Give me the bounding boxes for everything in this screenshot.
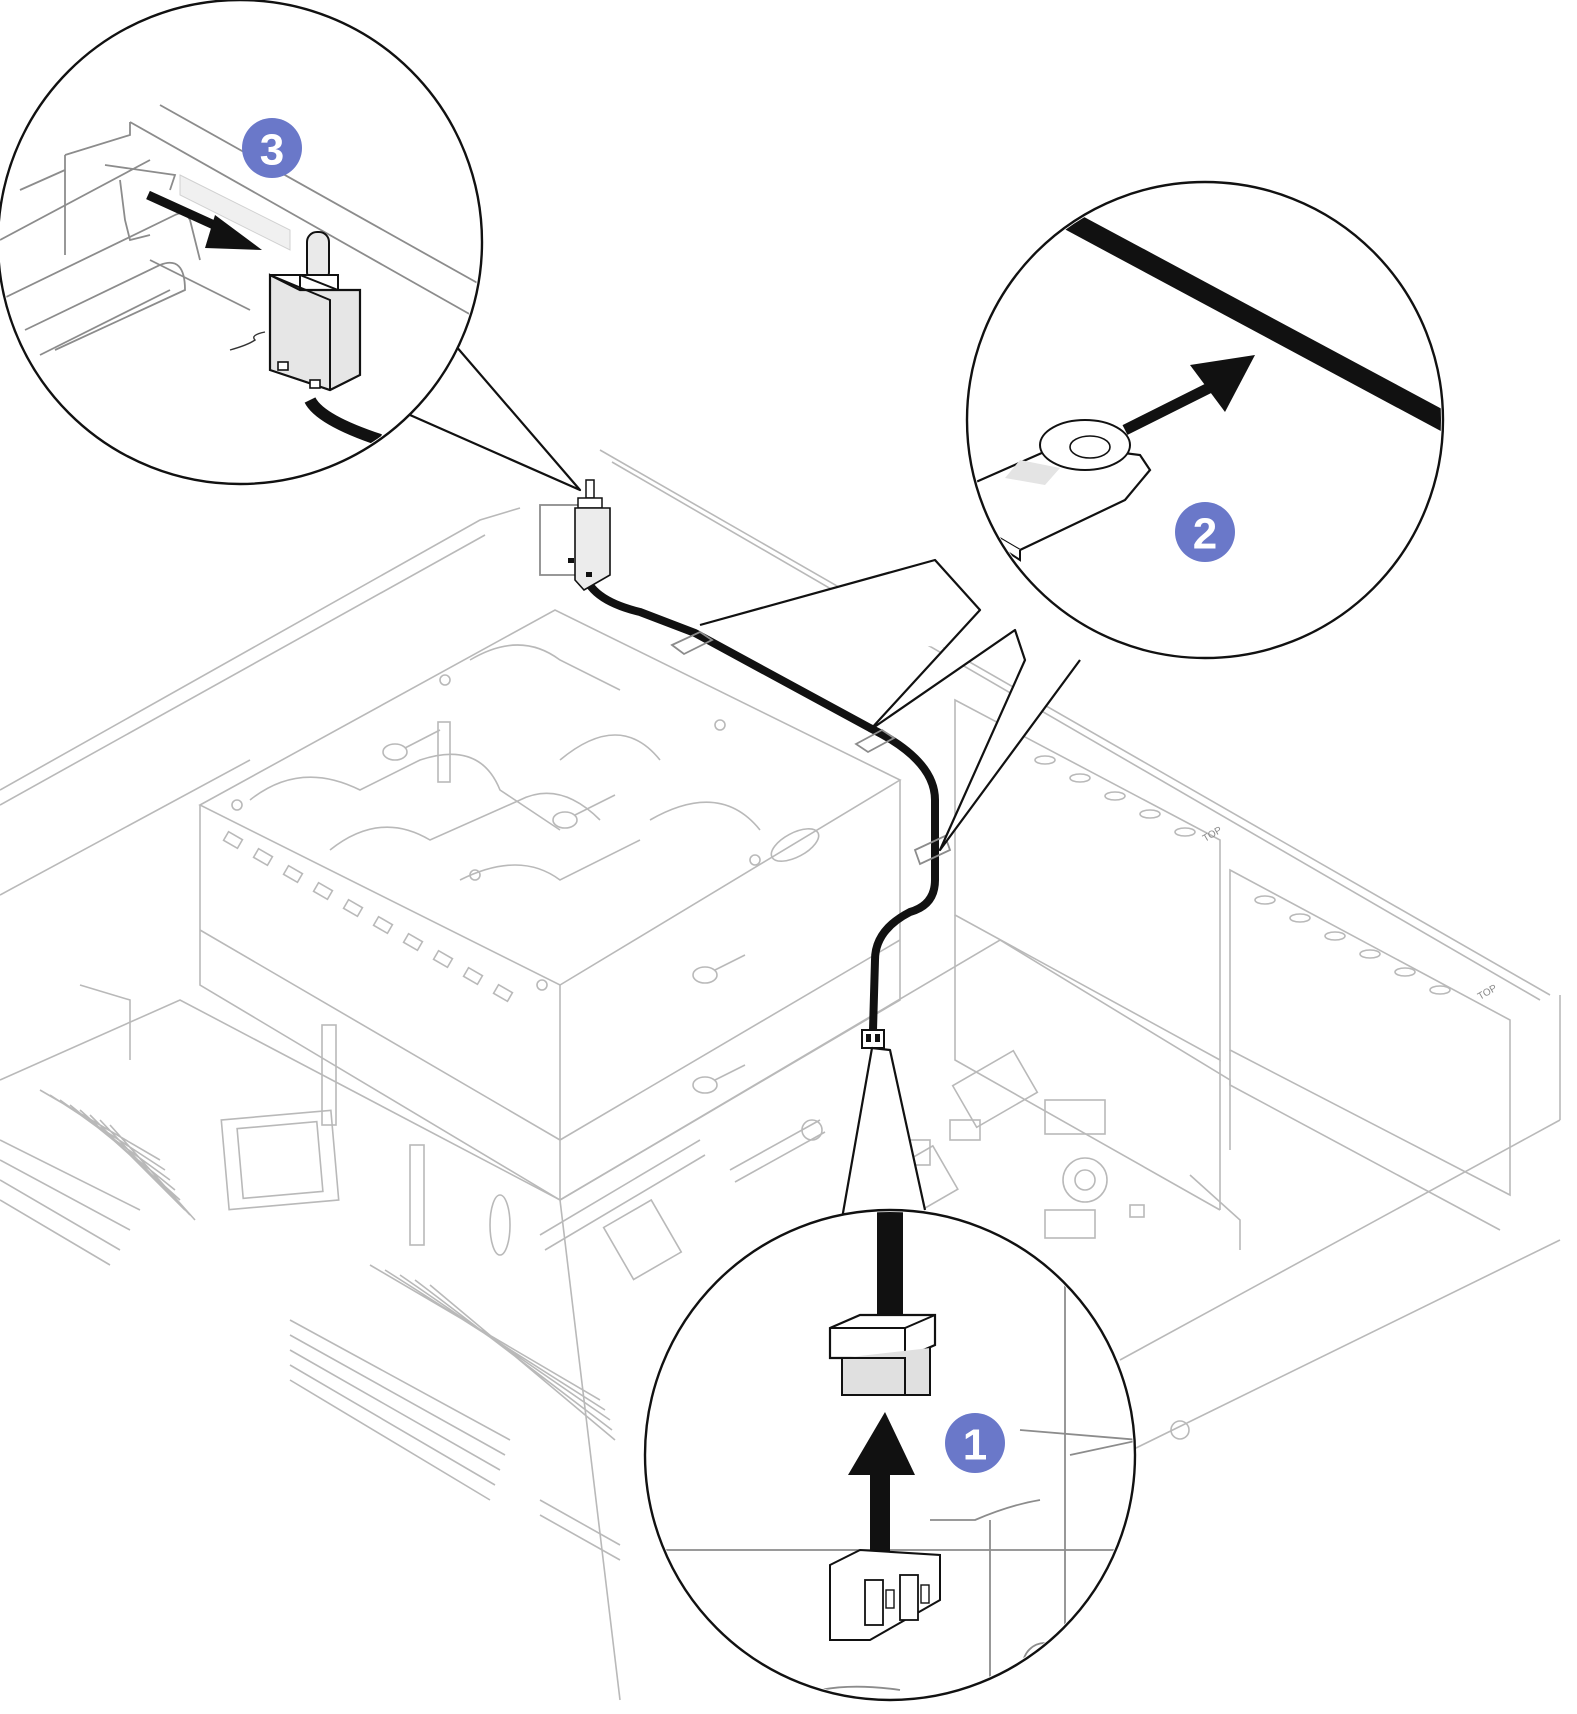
riser-cages: TOP TOP: [954, 698, 1511, 1231]
riser-slots: [1034, 755, 1451, 995]
detail-bubble-3: 3: [0, 0, 582, 492]
motherboard: [0, 939, 1241, 1701]
callout-2-label: 2: [1193, 510, 1217, 559]
riser-tag-1: TOP: [1201, 825, 1224, 845]
cable-clips: [670, 630, 952, 866]
air-baffle-cage: [198, 609, 902, 1246]
detail-bubble-2: 2: [699, 180, 1445, 852]
arrow-down-right-icon: [146, 190, 262, 250]
dimm-slots-left: [0, 1089, 196, 1266]
arrow-up-icon: [848, 1412, 915, 1555]
server-chassis: TOP TOP: [0, 449, 1561, 1701]
callout-1-label: 1: [963, 1421, 987, 1470]
riser-tag-2: TOP: [1476, 983, 1499, 1003]
dimm-slots-bottom: [289, 1264, 621, 1561]
motherboard-connector: [861, 1029, 885, 1049]
callout-3-circle: [242, 118, 302, 178]
callout-badge-2: 2: [1175, 502, 1235, 562]
arrow-up-right-icon: [1122, 355, 1255, 435]
vent-slots: [222, 830, 514, 1003]
board-header-zoom: [829, 1548, 941, 1641]
callout-3-label: 3: [260, 126, 284, 175]
callout-badge-1: 1: [945, 1413, 1005, 1473]
callout-1-circle: [945, 1413, 1005, 1473]
callout-2-circle: [1175, 502, 1235, 562]
intrusion-switch-cable: [580, 568, 939, 1034]
intrusion-switch-zoom: [268, 231, 382, 446]
cable-plug-zoom: [828, 1313, 937, 1396]
intrusion-switch-installed: [539, 479, 611, 592]
callout-badge-3: 3: [242, 118, 302, 178]
detail-bubble-1: 1: [643, 1046, 1137, 1702]
